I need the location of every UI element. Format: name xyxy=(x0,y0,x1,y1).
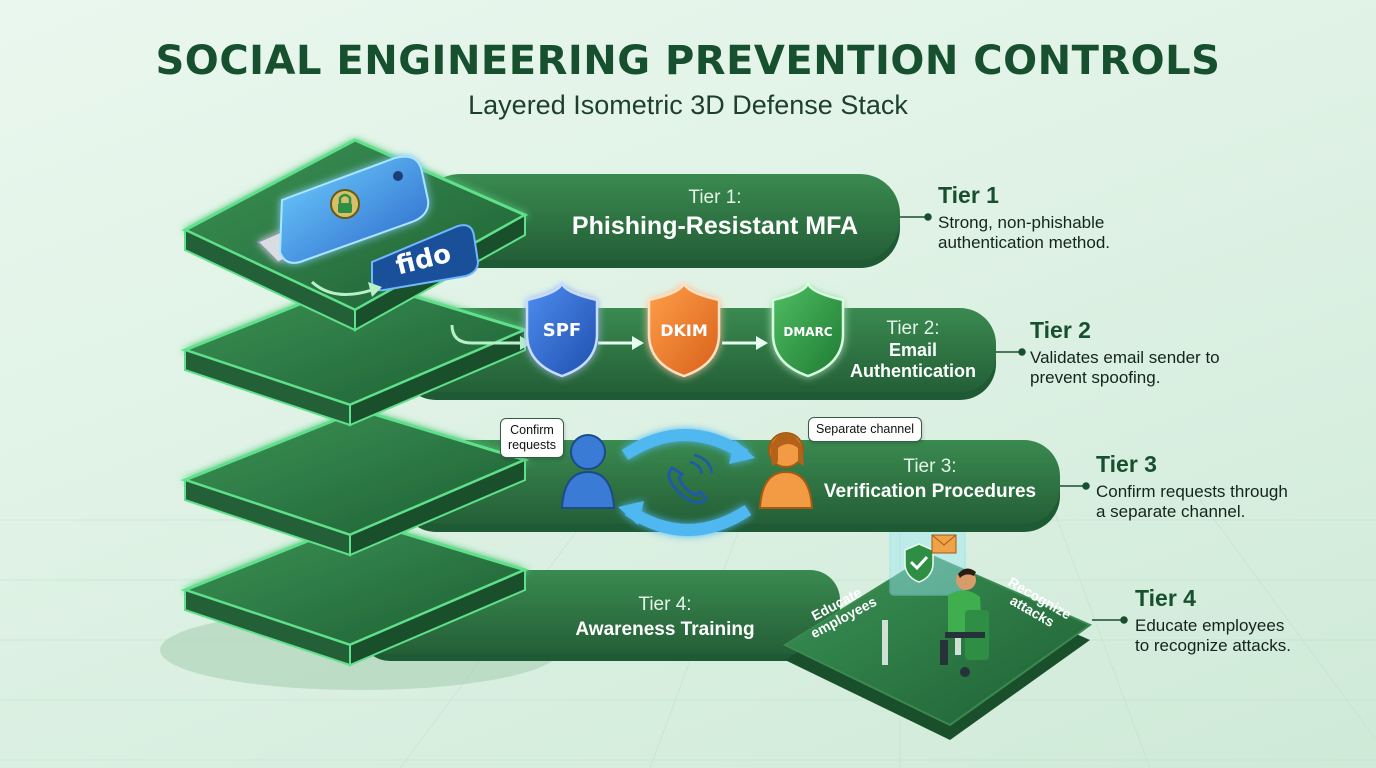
tier2-bar-label: Tier 2: Email Authentication xyxy=(838,318,988,381)
dmarc-label: DMARC xyxy=(783,325,832,339)
dmarc-shield-icon xyxy=(771,281,845,378)
separate-channel-bubble: Separate channel xyxy=(808,417,922,442)
page-subtitle: Layered Isometric 3D Defense Stack xyxy=(468,90,908,120)
tier3-description: Tier 3 Confirm requests through a separa… xyxy=(1096,451,1356,523)
phone-icon xyxy=(667,453,714,504)
tier3-bar-title: Verification Procedures xyxy=(823,480,1037,502)
tier1-description: Tier 1 Strong, non-phishable authenticat… xyxy=(938,182,1198,254)
tier1-description-title: Tier 1 xyxy=(938,182,999,208)
tier1-bar-label: Tier 1: Phishing-Resistant MFA xyxy=(545,187,885,241)
spf-label: SPF xyxy=(543,320,581,341)
tier2-description: Tier 2 Validates email sender to prevent… xyxy=(1030,317,1300,389)
tier4-bar-title: Awareness Training xyxy=(575,618,755,640)
tier4-description-text: Educate employees to recognize attacks. xyxy=(1135,616,1291,656)
check-shield-icon xyxy=(904,543,934,583)
tier3-layer xyxy=(180,408,1060,557)
tier1-bar-small: Tier 1: xyxy=(688,187,742,208)
tier2-description-title: Tier 2 xyxy=(1030,317,1091,343)
tier2-layer: SPF DKIM DMARC xyxy=(180,278,996,427)
tier-connectors xyxy=(900,213,1128,624)
key-arrow xyxy=(310,280,373,296)
tier4-layer xyxy=(180,468,1093,740)
dkim-shield-icon xyxy=(647,281,721,378)
requester-person-icon xyxy=(560,434,616,509)
dkim-label: DKIM xyxy=(660,321,708,340)
page-title: SOCIAL ENGINEERING PREVENTION CONTROLS xyxy=(155,38,1221,84)
checkmark-icon xyxy=(909,555,929,571)
employee-figure xyxy=(940,568,989,677)
tier1-bar-title: Phishing-Resistant MFA xyxy=(571,211,859,240)
tier2-bar-small: Tier 2: xyxy=(886,318,940,339)
auth-flow-arrows xyxy=(450,324,768,350)
tier4-bar-label: Tier 4: Awareness Training xyxy=(560,594,770,641)
tier4-platform xyxy=(180,518,530,667)
tier1-layer: fido xyxy=(181,138,900,332)
tier2-platform xyxy=(180,278,530,427)
tier3-platform xyxy=(180,408,530,557)
tier4-bar-small: Tier 4: xyxy=(638,594,692,615)
tier2-description-text: Validates email sender to prevent spoofi… xyxy=(1030,348,1220,388)
tier3-bar-label: Tier 3: Verification Procedures xyxy=(815,456,1045,503)
tier3-description-title: Tier 3 xyxy=(1096,451,1157,477)
tier4-description: Tier 4 Educate employees to recognize at… xyxy=(1135,585,1365,657)
tier3-description-text: Confirm requests through a separate chan… xyxy=(1096,482,1288,522)
tier4-description-title: Tier 4 xyxy=(1135,585,1196,611)
tier1-description-text: Strong, non-phishable authentication met… xyxy=(938,213,1111,253)
tier2-bar-title: Email Authentication xyxy=(850,339,976,381)
tier3-bar-small: Tier 3: xyxy=(903,456,957,477)
security-key-icon xyxy=(256,155,430,264)
confirm-requests-bubble: Confirm requests xyxy=(500,418,564,458)
spf-shield-icon xyxy=(525,281,599,378)
callback-loop-arrows xyxy=(618,429,755,536)
verifier-person-icon xyxy=(758,432,814,509)
fido-badge-icon: fido xyxy=(371,224,480,292)
